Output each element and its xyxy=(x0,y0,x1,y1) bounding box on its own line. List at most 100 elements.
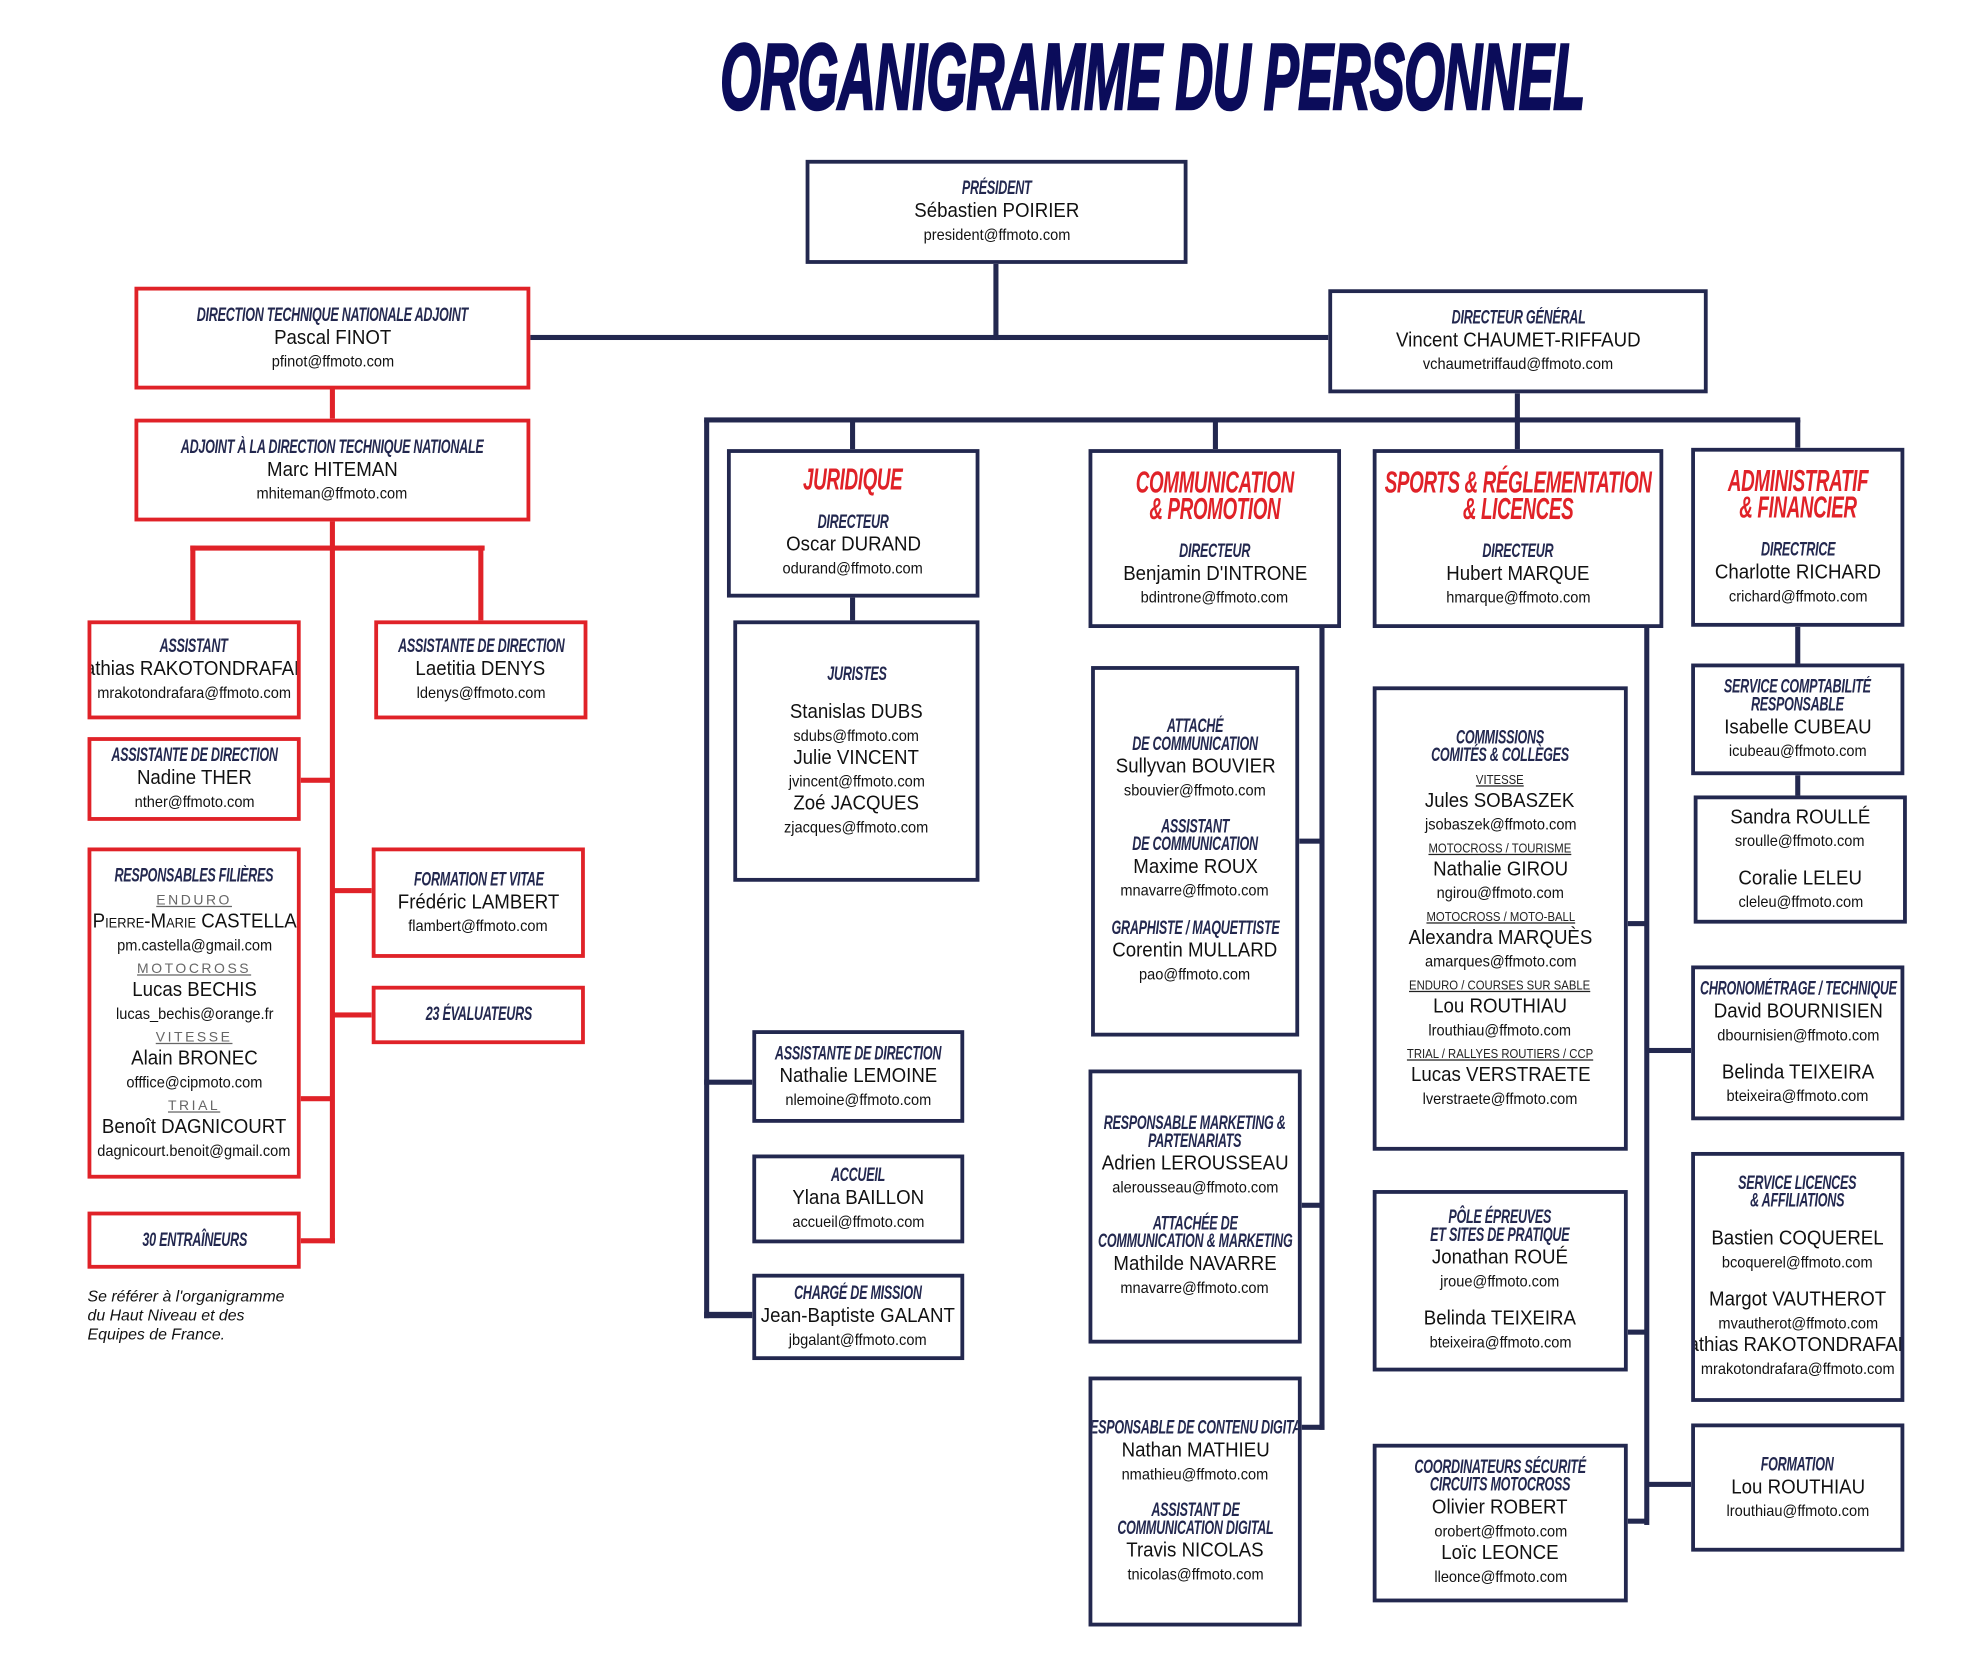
connector-line xyxy=(704,1311,753,1319)
email-address[interactable]: ngirou@ffmoto.com xyxy=(1436,883,1564,902)
connector-line xyxy=(1514,419,1520,450)
email-address[interactable]: amarques@ffmoto.com xyxy=(1424,952,1577,970)
person-name: Stanislas DUBS xyxy=(789,701,923,724)
person-name: Benjamin D'INTRONE xyxy=(1122,562,1307,585)
role-title: ASSISTANTE DE DIRECTION xyxy=(110,744,278,767)
connector-line xyxy=(190,545,196,621)
role-title: GRAPHISTE / MAQUETTISTE xyxy=(1111,917,1280,939)
email-address[interactable]: sbouvier@ffmoto.com xyxy=(1124,781,1267,800)
connector-line xyxy=(1646,1481,1692,1487)
email-address[interactable]: dbournisien@ffmoto.com xyxy=(1716,1026,1879,1045)
role-title: DIRECTRICE xyxy=(1760,538,1835,561)
connector-line xyxy=(300,1238,335,1244)
email-address[interactable]: bcoquerel@ffmoto.com xyxy=(1722,1253,1874,1272)
person-name: Olivier ROBERT xyxy=(1432,1497,1569,1519)
connector-line xyxy=(300,1096,333,1102)
email-address[interactable]: cleleu@ffmoto.com xyxy=(1737,892,1863,911)
email-address[interactable]: orobert@ffmoto.com xyxy=(1433,1522,1567,1541)
connector-line xyxy=(1627,921,1647,927)
email-address[interactable]: accueil@ffmoto.com xyxy=(792,1212,925,1231)
email-address[interactable]: jroue@ffmoto.com xyxy=(1440,1272,1560,1291)
connector-line xyxy=(850,597,856,621)
person-name: Alexandra MARQUÈS xyxy=(1408,926,1593,949)
email-address[interactable]: sdubs@ffmoto.com xyxy=(793,726,920,745)
email-address[interactable]: lleonce@ffmoto.com xyxy=(1433,1568,1567,1586)
email-address[interactable]: alerousseau@ffmoto.com xyxy=(1112,1178,1279,1197)
email-address[interactable]: mrakotondrafara@ffmoto.com xyxy=(1700,1360,1895,1378)
email-address[interactable]: dagnicourt.benoit@gmail.com xyxy=(97,1141,291,1159)
email-address[interactable]: crichard@ffmoto.com xyxy=(1728,586,1868,605)
role-title: FORMATION xyxy=(1761,1453,1835,1475)
role-title: PÔLE ÉPREUVES ET SITES DE PRATIQUE xyxy=(1430,1206,1570,1246)
connector-line xyxy=(1795,775,1801,796)
person-name: Coralie LELEU xyxy=(1738,867,1863,889)
email-address[interactable]: lucas_bechis@orange.fr xyxy=(115,1004,273,1022)
connector-line xyxy=(1795,626,1801,664)
category-label: TRIAL / RALLYES ROUTIERS / CCP xyxy=(1407,1046,1594,1062)
person-name: Ylana BAILLON xyxy=(792,1187,925,1210)
role-title: CHRONOMÉTRAGE / TECHNIQUE xyxy=(1699,978,1897,1000)
role-title: CHARGÉ DE MISSION xyxy=(794,1282,923,1305)
email-address[interactable]: bteixeira@ffmoto.com xyxy=(1726,1087,1869,1106)
person-name: Lucas VERSTRAETE xyxy=(1410,1063,1591,1086)
email-address[interactable]: jsobaszek@ffmoto.com xyxy=(1424,815,1577,833)
connector-line xyxy=(1299,838,1322,844)
email-address[interactable]: ldenys@ffmoto.com xyxy=(416,683,546,702)
email-address[interactable]: lrouthiau@ffmoto.com xyxy=(1726,1501,1870,1520)
email-address[interactable]: zjacques@ffmoto.com xyxy=(784,818,929,837)
email-address[interactable]: mnavarre@ffmoto.com xyxy=(1120,881,1270,900)
email-address[interactable]: offfice@cipmoto.com xyxy=(126,1072,263,1091)
person-name: Sébastien POIRIER xyxy=(914,200,1080,223)
email-address[interactable]: sroulle@ffmoto.com xyxy=(1735,831,1866,850)
email-address[interactable]: tnicolas@ffmoto.com xyxy=(1127,1565,1264,1584)
person-name: Sullyvan BOUVIER xyxy=(1115,756,1276,778)
email-address[interactable]: pfinot@ffmoto.com xyxy=(271,352,394,370)
role-title: ATTACHÉE DE COMMUNICATION & MARKETING xyxy=(1097,1212,1293,1253)
email-address[interactable]: mrakotondrafara@ffmoto.com xyxy=(97,683,291,702)
email-address[interactable]: nlemoine@ffmoto.com xyxy=(785,1090,932,1109)
person-name: Charlotte RICHARD xyxy=(1714,561,1881,583)
email-address[interactable]: lverstraete@ffmoto.com xyxy=(1422,1089,1578,1107)
email-address[interactable]: jbgalant@ffmoto.com xyxy=(789,1330,928,1349)
email-address[interactable]: lrouthiau@ffmoto.com xyxy=(1428,1020,1572,1039)
person-name: Zoé JACQUES xyxy=(793,792,920,815)
email-address[interactable]: mnavarre@ffmoto.com xyxy=(1120,1278,1270,1297)
person-name: Lou ROUTHIAU xyxy=(1433,995,1568,1017)
email-address[interactable]: vchaumetriffaud@ffmoto.com xyxy=(1422,355,1614,373)
person-name: Mathias RAKOTONDRAFARA xyxy=(1695,1334,1901,1357)
email-address[interactable]: flambert@ffmoto.com xyxy=(408,916,549,935)
email-address[interactable]: nther@ffmoto.com xyxy=(134,792,255,811)
role-title: JURISTES xyxy=(826,663,887,686)
email-address[interactable]: hmarque@ffmoto.com xyxy=(1445,588,1591,606)
connector-line xyxy=(1319,628,1325,1430)
email-address[interactable]: bdintrone@ffmoto.com xyxy=(1140,588,1289,606)
email-address[interactable]: icubeau@ffmoto.com xyxy=(1728,741,1867,760)
role-title: RESPONSABLES FILIÈRES xyxy=(114,864,274,887)
role-title: ACCUEIL xyxy=(831,1164,886,1187)
connector-line xyxy=(850,419,856,450)
footnote-line: du Haut Niveau et des xyxy=(87,1306,245,1325)
email-address[interactable]: mvautherot@ffmoto.com xyxy=(1717,1314,1878,1333)
email-address[interactable]: pm.castella@gmail.com xyxy=(116,935,272,954)
category-label: MOTOCROSS xyxy=(137,961,252,977)
person-name: David BOURNISIEN xyxy=(1713,1001,1883,1023)
page-title: ORGANIGRAMME DU PERSONNEL xyxy=(381,26,1624,127)
email-address[interactable]: nmathieu@ffmoto.com xyxy=(1121,1465,1269,1484)
email-address[interactable]: odurand@ffmoto.com xyxy=(783,559,924,578)
email-address[interactable]: mhiteman@ffmoto.com xyxy=(257,484,408,502)
email-address[interactable]: jvincent@ffmoto.com xyxy=(788,772,925,791)
email-address[interactable]: bteixeira@ffmoto.com xyxy=(1429,1333,1572,1352)
email-address[interactable]: president@ffmoto.com xyxy=(923,225,1070,244)
person-name: Adrien LEROUSSEAU xyxy=(1101,1153,1289,1175)
department-title: JURIDIQUE xyxy=(803,463,904,498)
email-address[interactable]: pao@ffmoto.com xyxy=(1139,965,1251,984)
